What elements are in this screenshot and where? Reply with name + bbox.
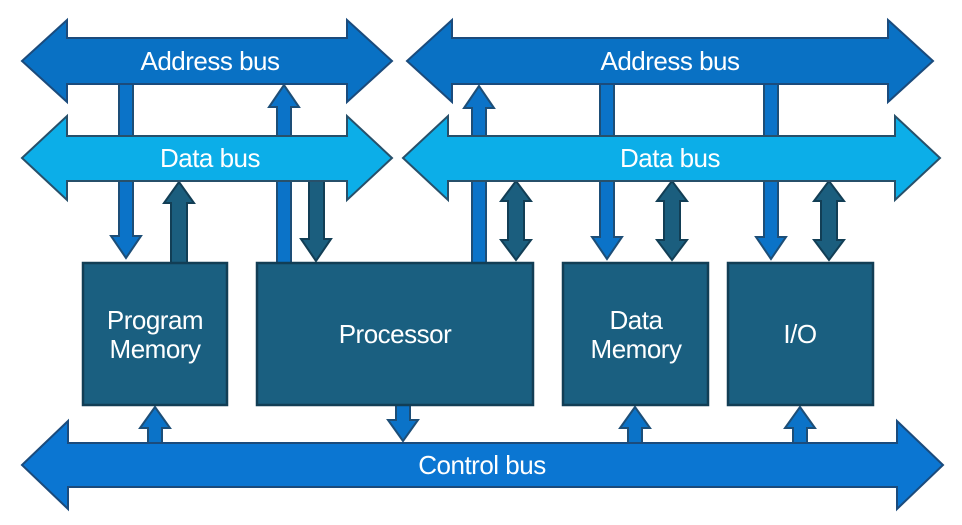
arrow-data-bus-to-processor-icon <box>299 177 333 263</box>
address-bus-left-label: Address bus <box>140 46 280 76</box>
data-memory-label-line1: Data <box>610 305 664 335</box>
arrow-processor-to-control-bus-icon <box>386 401 420 443</box>
io-block <box>726 261 875 407</box>
data-memory-label-line2: Memory <box>591 334 682 364</box>
program-memory-label-line2: Memory <box>110 334 201 364</box>
data-bus-left-label: Data bus <box>160 143 261 173</box>
arrow-data-memory-data-bus-bidirectional-icon <box>655 179 689 262</box>
data-bus-left-arrow <box>20 113 394 203</box>
control-bus-label: Control bus <box>418 450 546 480</box>
buses: Address bus Data bus Address bus Data bu… <box>20 17 945 512</box>
processor-block <box>255 261 535 407</box>
data-bus-right-label: Data bus <box>620 143 721 173</box>
address-bus-right-label: Address bus <box>600 46 740 76</box>
io-label: I/O <box>783 319 816 349</box>
blocks: Program Memory Processor Data Memory I/O <box>81 261 875 407</box>
data-memory-block <box>561 261 710 407</box>
control-bus-arrow <box>20 418 945 512</box>
address-bus-right-arrow <box>405 17 935 105</box>
address-bus-left-arrow <box>20 17 394 105</box>
arrow-io-data-bus-bidirectional-icon <box>812 179 846 262</box>
arrow-processor-data-bus-bidirectional-icon <box>499 179 533 262</box>
arrow-program-memory-to-data-bus-icon <box>162 180 196 267</box>
program-memory-label-line1: Program <box>107 305 203 335</box>
processor-label: Processor <box>339 319 452 349</box>
program-memory-block <box>81 261 229 407</box>
data-bus-right-arrow <box>401 113 942 203</box>
